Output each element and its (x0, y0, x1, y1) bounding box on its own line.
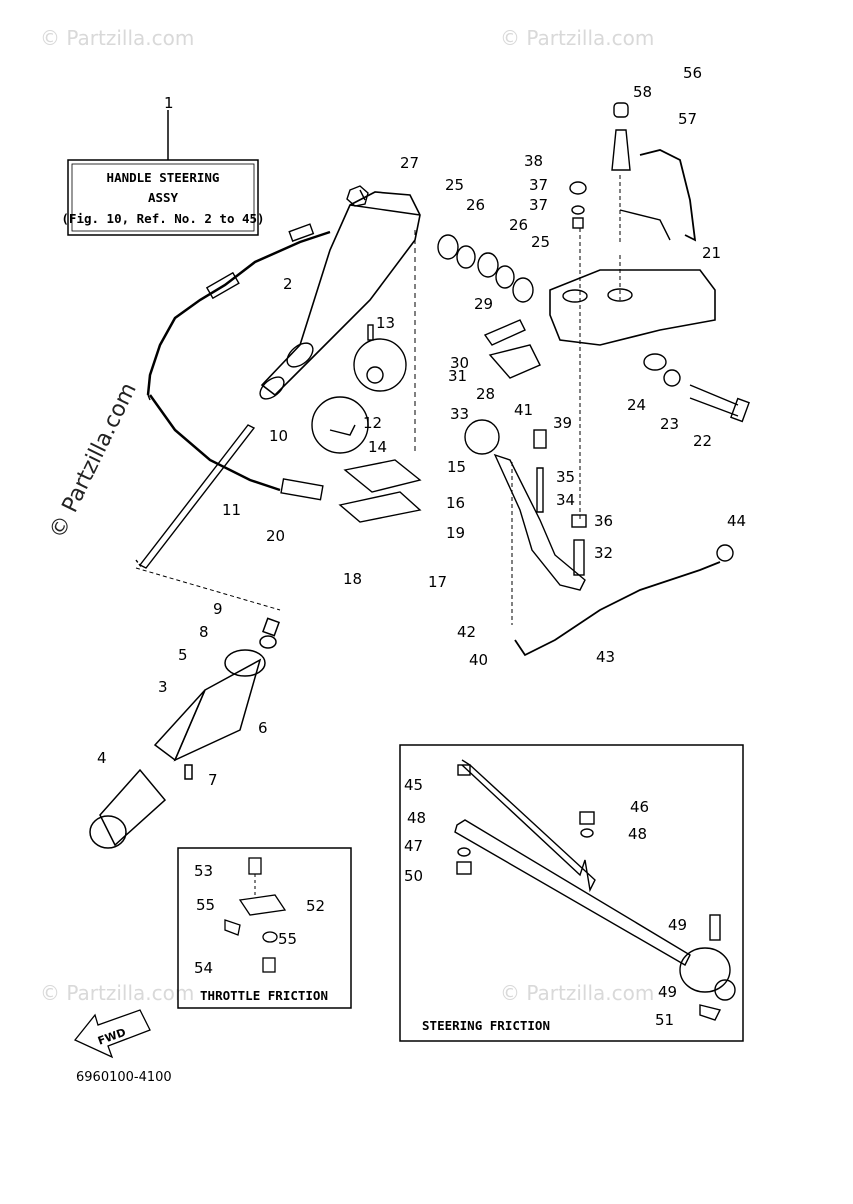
fwd-arrow-icon: FWD (73, 1009, 151, 1059)
watermark-side: © Partzilla.com (45, 379, 142, 543)
callout-30: 30 (450, 354, 469, 372)
callout-19: 19 (446, 524, 465, 542)
callout-25: 25 (445, 176, 464, 194)
callout-22: 22 (693, 432, 712, 450)
callout-49: 49 (658, 983, 677, 1001)
callout-26: 26 (509, 216, 528, 234)
callout-21: 21 (702, 244, 721, 262)
callout-2: 2 (283, 275, 293, 293)
callout-40: 40 (469, 651, 488, 669)
header-line-3: (Fig. 10, Ref. No. 2 to 45) (61, 211, 264, 226)
throttle-friction-inset: THROTTLE FRICTION (177, 847, 352, 1009)
callout-15: 15 (447, 458, 466, 476)
watermark-top-left: © Partzilla.com (40, 26, 194, 50)
callout-17: 17 (428, 573, 447, 591)
callout-32: 32 (594, 544, 613, 562)
callout-34: 34 (556, 491, 575, 509)
callout-7: 7 (208, 771, 218, 789)
callout-13: 13 (376, 314, 395, 332)
throttle-grip-drawing (89, 617, 280, 849)
callout-16: 16 (446, 494, 465, 512)
callout-50: 50 (404, 867, 423, 885)
callout-23: 23 (660, 415, 679, 433)
watermark-bottom-right: © Partzilla.com (500, 981, 654, 1005)
callout-48: 48 (628, 825, 647, 843)
callout-27: 27 (400, 154, 419, 172)
callout-56: 56 (683, 64, 702, 82)
callout-47: 47 (404, 837, 423, 855)
callout-3: 3 (158, 678, 168, 696)
callout-layer: 2345678910111213141516171819202122232425… (97, 64, 746, 1029)
callout-48: 48 (407, 809, 426, 827)
callout-12: 12 (363, 414, 382, 432)
main-assembly-drawing (135, 102, 750, 657)
callout-33: 33 (450, 405, 469, 423)
callout-9: 9 (213, 600, 223, 618)
steering-friction-inset: STEERING FRICTION (399, 744, 744, 1042)
header-line-2: ASSY (148, 190, 179, 205)
throttle-friction-label: THROTTLE FRICTION (200, 988, 328, 1003)
callout-10: 10 (269, 427, 288, 445)
callout-6: 6 (258, 719, 268, 737)
callout-54: 54 (194, 959, 213, 977)
callout-43: 43 (596, 648, 615, 666)
callout-46: 46 (630, 798, 649, 816)
callout-24: 24 (627, 396, 646, 414)
callout-52: 52 (306, 897, 325, 915)
callout-42: 42 (457, 623, 476, 641)
callout-1: 1 (164, 94, 174, 112)
callout-39: 39 (553, 414, 572, 432)
callout-55: 55 (196, 896, 215, 914)
header-line-1: HANDLE STEERING (107, 170, 220, 185)
callout-45: 45 (404, 776, 423, 794)
steering-friction-label: STEERING FRICTION (422, 1018, 550, 1033)
callout-58: 58 (633, 83, 652, 101)
callout-29: 29 (474, 295, 493, 313)
callout-5: 5 (178, 646, 188, 664)
callout-53: 53 (194, 862, 213, 880)
callout-35: 35 (556, 468, 575, 486)
callout-18: 18 (343, 570, 362, 588)
callout-51: 51 (655, 1011, 674, 1029)
callout-37: 37 (529, 196, 548, 214)
callout-8: 8 (199, 623, 209, 641)
callout-41: 41 (514, 401, 533, 419)
callout-49: 49 (668, 916, 687, 934)
callout-28: 28 (476, 385, 495, 403)
callout-44: 44 (727, 512, 746, 530)
callout-25: 25 (531, 233, 550, 251)
callout-57: 57 (678, 110, 697, 128)
callout-26: 26 (466, 196, 485, 214)
header-box: 1 HANDLE STEERING ASSY (Fig. 10, Ref. No… (61, 94, 265, 236)
callout-4: 4 (97, 749, 107, 767)
callout-37: 37 (529, 176, 548, 194)
callout-20: 20 (266, 527, 285, 545)
watermark-bottom-left: © Partzilla.com (40, 981, 194, 1005)
callout-55: 55 (278, 930, 297, 948)
document-code: 6960100-4100 (76, 1070, 172, 1085)
callout-31: 31 (448, 367, 467, 385)
watermark-top-right: © Partzilla.com (500, 26, 654, 50)
callout-11: 11 (222, 501, 241, 519)
callout-14: 14 (368, 438, 387, 456)
callout-36: 36 (594, 512, 613, 530)
callout-38: 38 (524, 152, 543, 170)
